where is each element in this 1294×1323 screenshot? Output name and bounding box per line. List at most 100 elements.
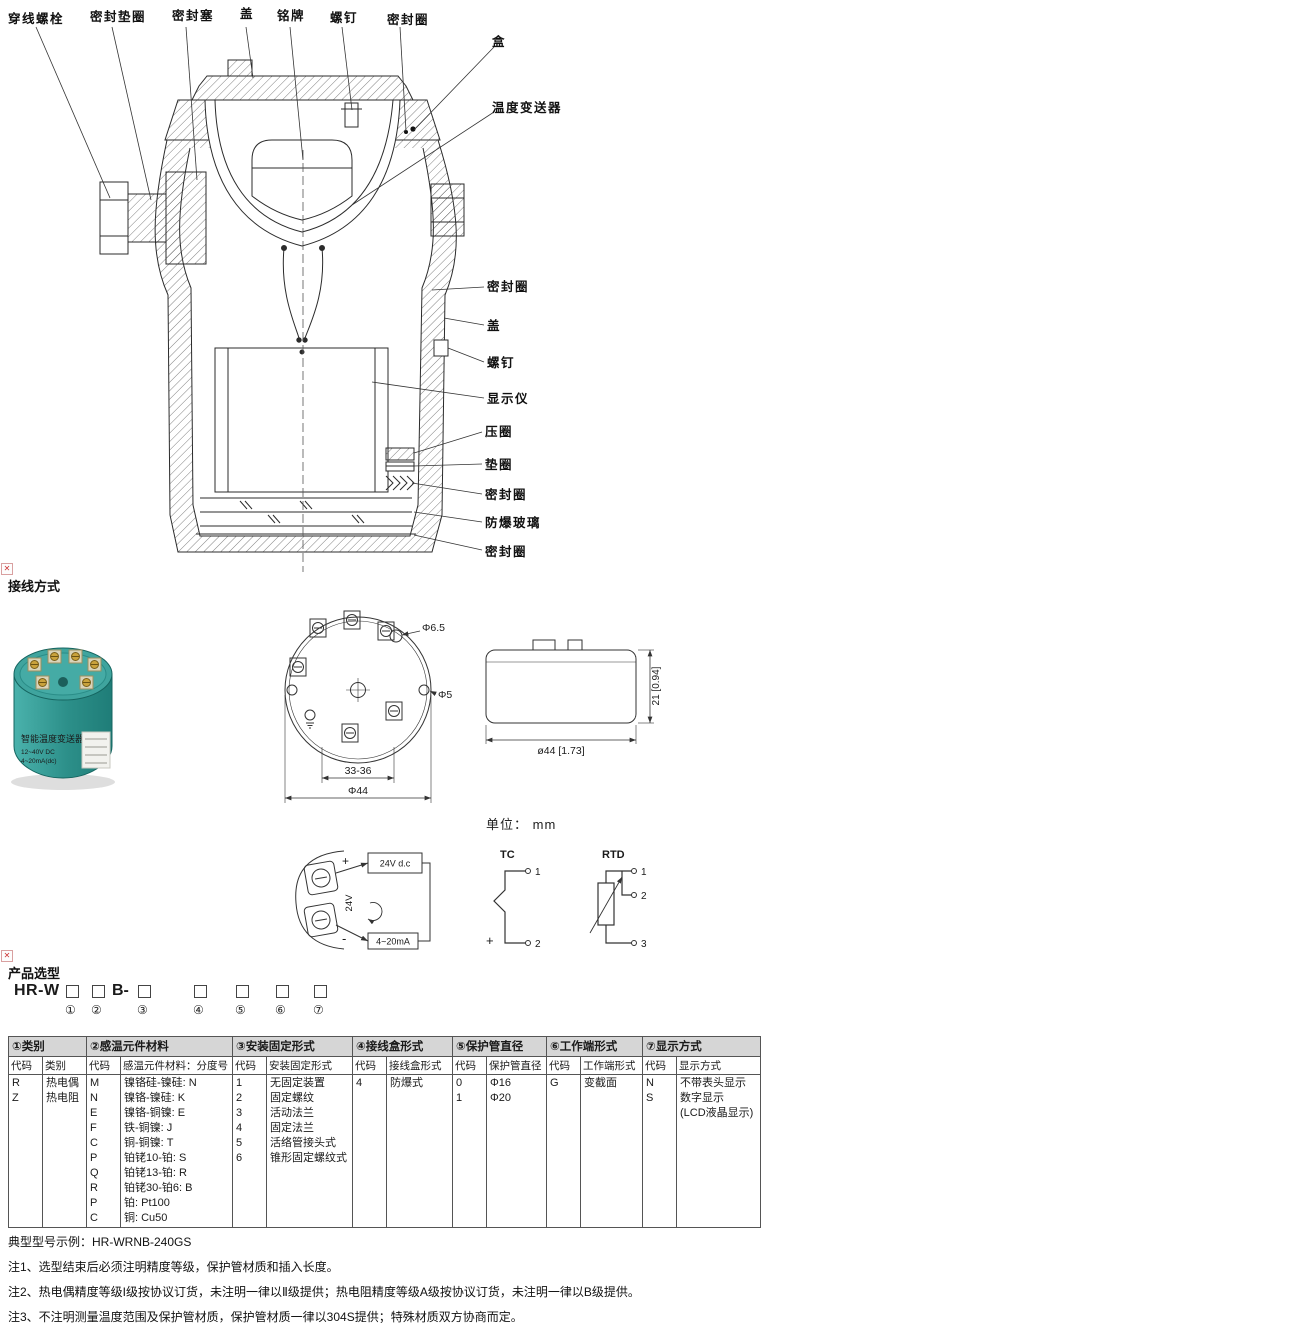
value-cell: 热电偶热电阻	[42, 1074, 87, 1228]
code-header: 代码	[86, 1056, 121, 1075]
supply-label: 24V d.c	[380, 859, 411, 869]
position-marker: ④	[193, 1003, 204, 1017]
part-label: 盖	[487, 319, 502, 333]
value-header: 显示方式	[676, 1056, 761, 1075]
cross-section-diagram: 穿线螺栓密封垫圈密封塞盖铭牌螺钉密封圈盒温度变送器密封圈盖螺钉显示仪压圈垫圈密封…	[0, 0, 570, 575]
value-line: 铂铑13-铂: R	[124, 1167, 187, 1179]
terminal-screws	[27, 649, 102, 690]
current-label: 4~20mA	[376, 937, 410, 947]
dim-span-label: 33-36	[345, 765, 372, 777]
unit-label: 单位： mm	[486, 817, 557, 832]
tc-symbol: TC 1 2 +	[486, 849, 541, 950]
code-line: F	[90, 1122, 97, 1134]
note-line: 注1、选型结束后必须注明精度等级，保护管材质和插入长度。	[8, 1260, 339, 1274]
value-header: 保护管直径	[486, 1056, 547, 1075]
code-cell: G	[546, 1074, 581, 1228]
part-label: 盖	[240, 7, 255, 21]
code-header: 代码	[8, 1056, 43, 1075]
value-header: 安装固定形式	[266, 1056, 353, 1075]
selection-heading: 产品选型	[8, 966, 61, 981]
value-line: 锥形固定螺纹式	[270, 1152, 347, 1164]
column-title: ⑦显示方式	[642, 1036, 761, 1057]
value-line: 固定螺纹	[270, 1092, 314, 1104]
value-line: 镍铬-铜镍: E	[124, 1107, 186, 1119]
dim-width-label: ø44 [1.73]	[537, 745, 584, 757]
column-title: ④接线盒形式	[352, 1036, 453, 1057]
column-title: ⑥工作端形式	[546, 1036, 643, 1057]
value-line: 防爆式	[390, 1077, 423, 1089]
rtd-terminal-1: 1	[641, 867, 647, 878]
code-header: 代码	[642, 1056, 677, 1075]
code-line: 1	[236, 1077, 243, 1089]
code-header: 代码	[546, 1056, 581, 1075]
value-line: 铂铑30-铂6: B	[124, 1182, 193, 1194]
position-marker: ⑤	[235, 1003, 246, 1017]
rtd-title: RTD	[602, 849, 625, 861]
column-title: ⑤保护管直径	[452, 1036, 547, 1057]
value-cell: 变截面	[580, 1074, 643, 1228]
dim-hole-small-label: Φ6.5	[422, 622, 445, 634]
tc-terminal-1: 1	[535, 867, 541, 878]
value-header: 工作端形式	[580, 1056, 643, 1075]
code-header: 代码	[232, 1056, 267, 1075]
value-line: 镍铬硅-镍硅: N	[124, 1077, 197, 1089]
column-title: ③安装固定形式	[232, 1036, 353, 1057]
code-line	[646, 1106, 673, 1121]
model-code-box	[276, 985, 289, 998]
value-line: 铁-铜镍: J	[124, 1122, 173, 1134]
part-label: 密封圈	[485, 488, 528, 502]
value-cell: 无固定装置固定螺纹活动法兰固定法兰活络管接头式锥形固定螺纹式	[266, 1074, 353, 1228]
code-line: 3	[236, 1107, 243, 1119]
code-line: 4	[356, 1077, 363, 1089]
code-line: E	[90, 1107, 98, 1119]
value-line: 铂铑10-铂: S	[124, 1152, 187, 1164]
code-line: N	[90, 1092, 98, 1104]
value-line: 数字显示	[680, 1092, 724, 1104]
model-code-box	[66, 985, 79, 998]
value-line: 铜-铜镍: T	[124, 1137, 174, 1149]
part-label: 压圈	[485, 425, 514, 439]
minus-label: -	[342, 931, 346, 946]
code-line: C	[90, 1137, 98, 1149]
rtd-symbol: RTD 1 2 3	[589, 849, 647, 950]
photo-shadow	[11, 774, 115, 790]
note-line: 注2、热电偶精度等级I级按协议订货，未注明一律以Ⅱ级提供；热电阻精度等级A级按协…	[8, 1285, 640, 1299]
part-label: 密封圈	[485, 545, 528, 559]
code-line: Z	[12, 1092, 19, 1104]
part-label: 垫圈	[485, 458, 514, 472]
part-label: 铭牌	[277, 9, 306, 23]
code-line: 2	[236, 1092, 243, 1104]
value-cell: 防爆式	[386, 1074, 453, 1228]
position-marker: ①	[65, 1003, 76, 1017]
photo-label-title: 智能温度变送器	[21, 733, 84, 744]
code-line: P	[90, 1152, 98, 1164]
transmitter-photo: 智能温度变送器 12~40V DC 4~20mA(dc)	[11, 647, 115, 790]
loop-wiring-sketch: 24V d.c 4~20mA + - 24V	[295, 850, 431, 950]
dim-hole-label: Φ5	[438, 689, 452, 701]
broken-image-icon: ✕	[1, 563, 13, 575]
leader-lines	[35, 26, 495, 551]
value-line: 活络管接头式	[270, 1137, 336, 1149]
value-line: 热电偶	[46, 1077, 79, 1089]
value-line: 固定法兰	[270, 1122, 314, 1134]
dim-height-label: 21 [0.94]	[651, 666, 662, 705]
value-line: 镍铬-镍硅: K	[124, 1092, 186, 1104]
code-line: M	[90, 1077, 100, 1089]
code-header: 代码	[352, 1056, 387, 1075]
model-code-box	[314, 985, 327, 998]
rtd-terminal-3: 3	[641, 939, 647, 950]
tc-title: TC	[500, 849, 515, 861]
volt-label: 24V	[344, 894, 355, 912]
code-line: 6	[236, 1152, 243, 1164]
code-line: R	[90, 1182, 98, 1194]
value-header: 类别	[42, 1056, 87, 1075]
value-line: 不带表头显示	[680, 1077, 746, 1089]
model-prefix: HR-W	[14, 982, 60, 999]
